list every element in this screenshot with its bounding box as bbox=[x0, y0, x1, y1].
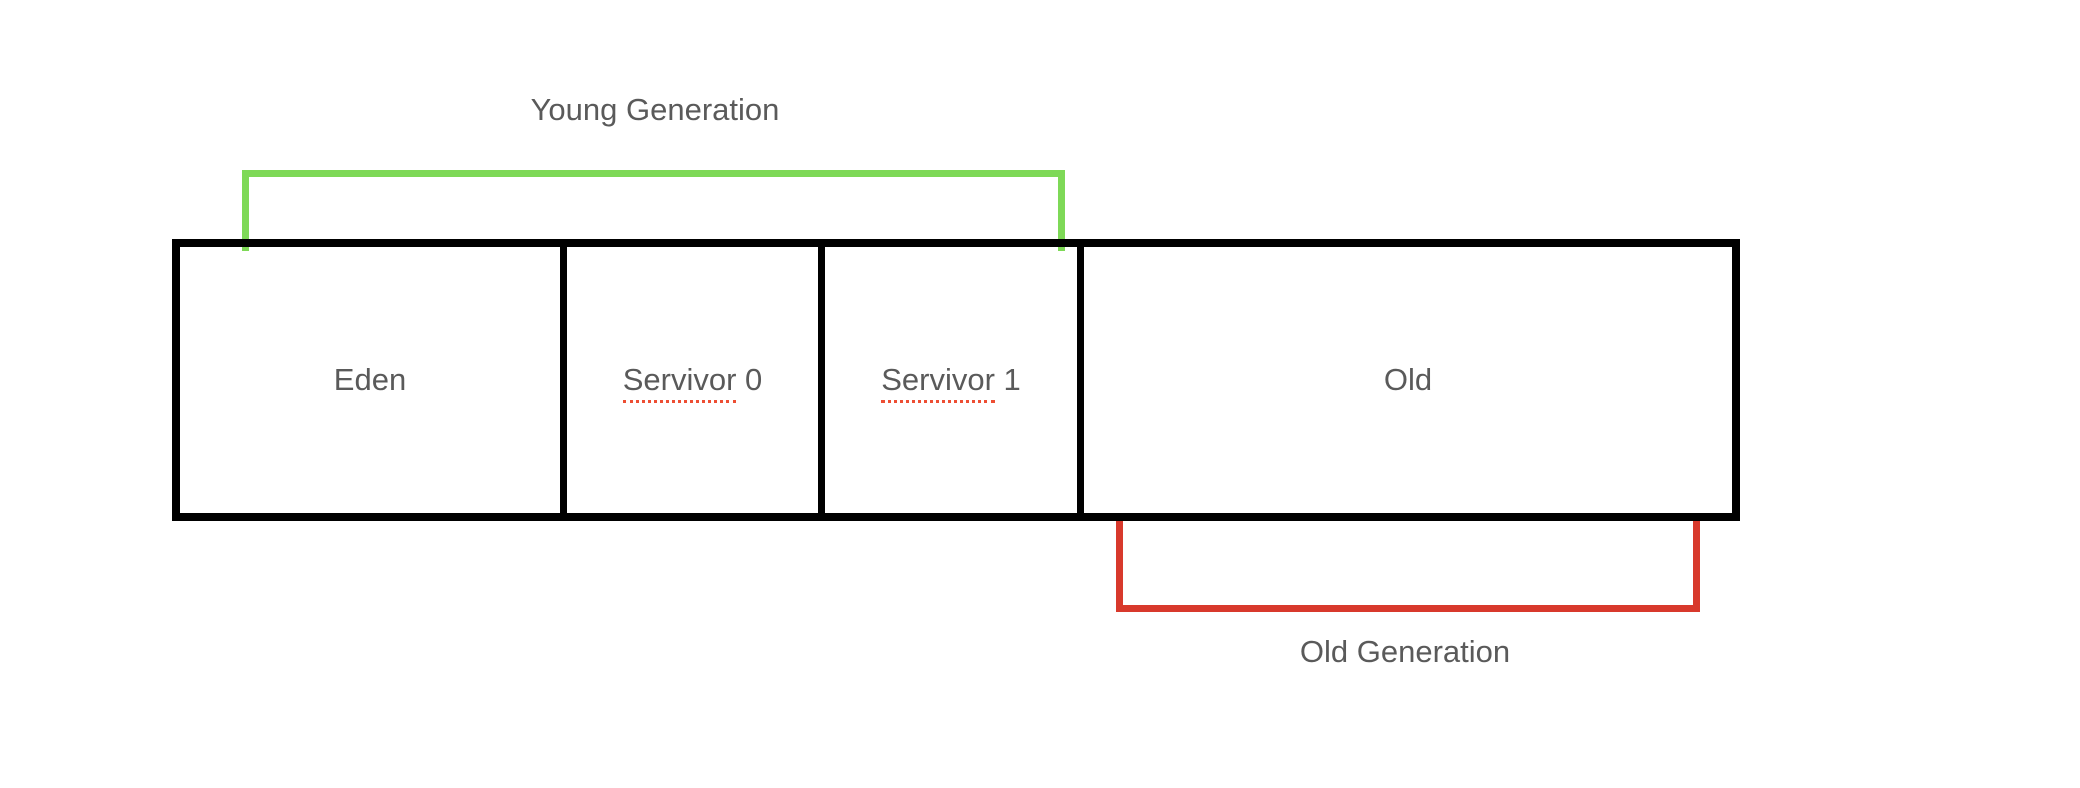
region-servivor-1-label: Servivor 1 bbox=[881, 361, 1021, 403]
misspelled-word: Servivor bbox=[622, 362, 737, 403]
region-servivor-1: Servivor 1 bbox=[825, 247, 1077, 513]
heap-memory-row: Eden Servivor 0 Servivor 1 Old bbox=[172, 239, 1740, 521]
region-label-suffix: 0 bbox=[736, 362, 763, 397]
region-servivor-0: Servivor 0 bbox=[567, 247, 818, 513]
region-divider bbox=[818, 247, 825, 513]
region-old-label: Old bbox=[1384, 361, 1432, 399]
misspelled-word: Servivor bbox=[881, 362, 995, 403]
young-generation-label: Young Generation bbox=[530, 92, 780, 127]
region-label-suffix: 1 bbox=[994, 362, 1021, 397]
region-label-text: Old bbox=[1383, 362, 1433, 397]
region-eden: Eden bbox=[180, 247, 560, 513]
region-servivor-0-label: Servivor 0 bbox=[622, 361, 763, 403]
region-divider bbox=[560, 247, 567, 513]
region-label-text: Eden bbox=[333, 362, 407, 397]
old-generation-label: Old Generation bbox=[1299, 634, 1511, 669]
region-old: Old bbox=[1084, 247, 1732, 513]
region-divider bbox=[1077, 247, 1084, 513]
region-eden-label: Eden bbox=[334, 361, 406, 399]
old-generation-bracket bbox=[1116, 514, 1700, 612]
young-generation-bracket bbox=[242, 170, 1065, 251]
